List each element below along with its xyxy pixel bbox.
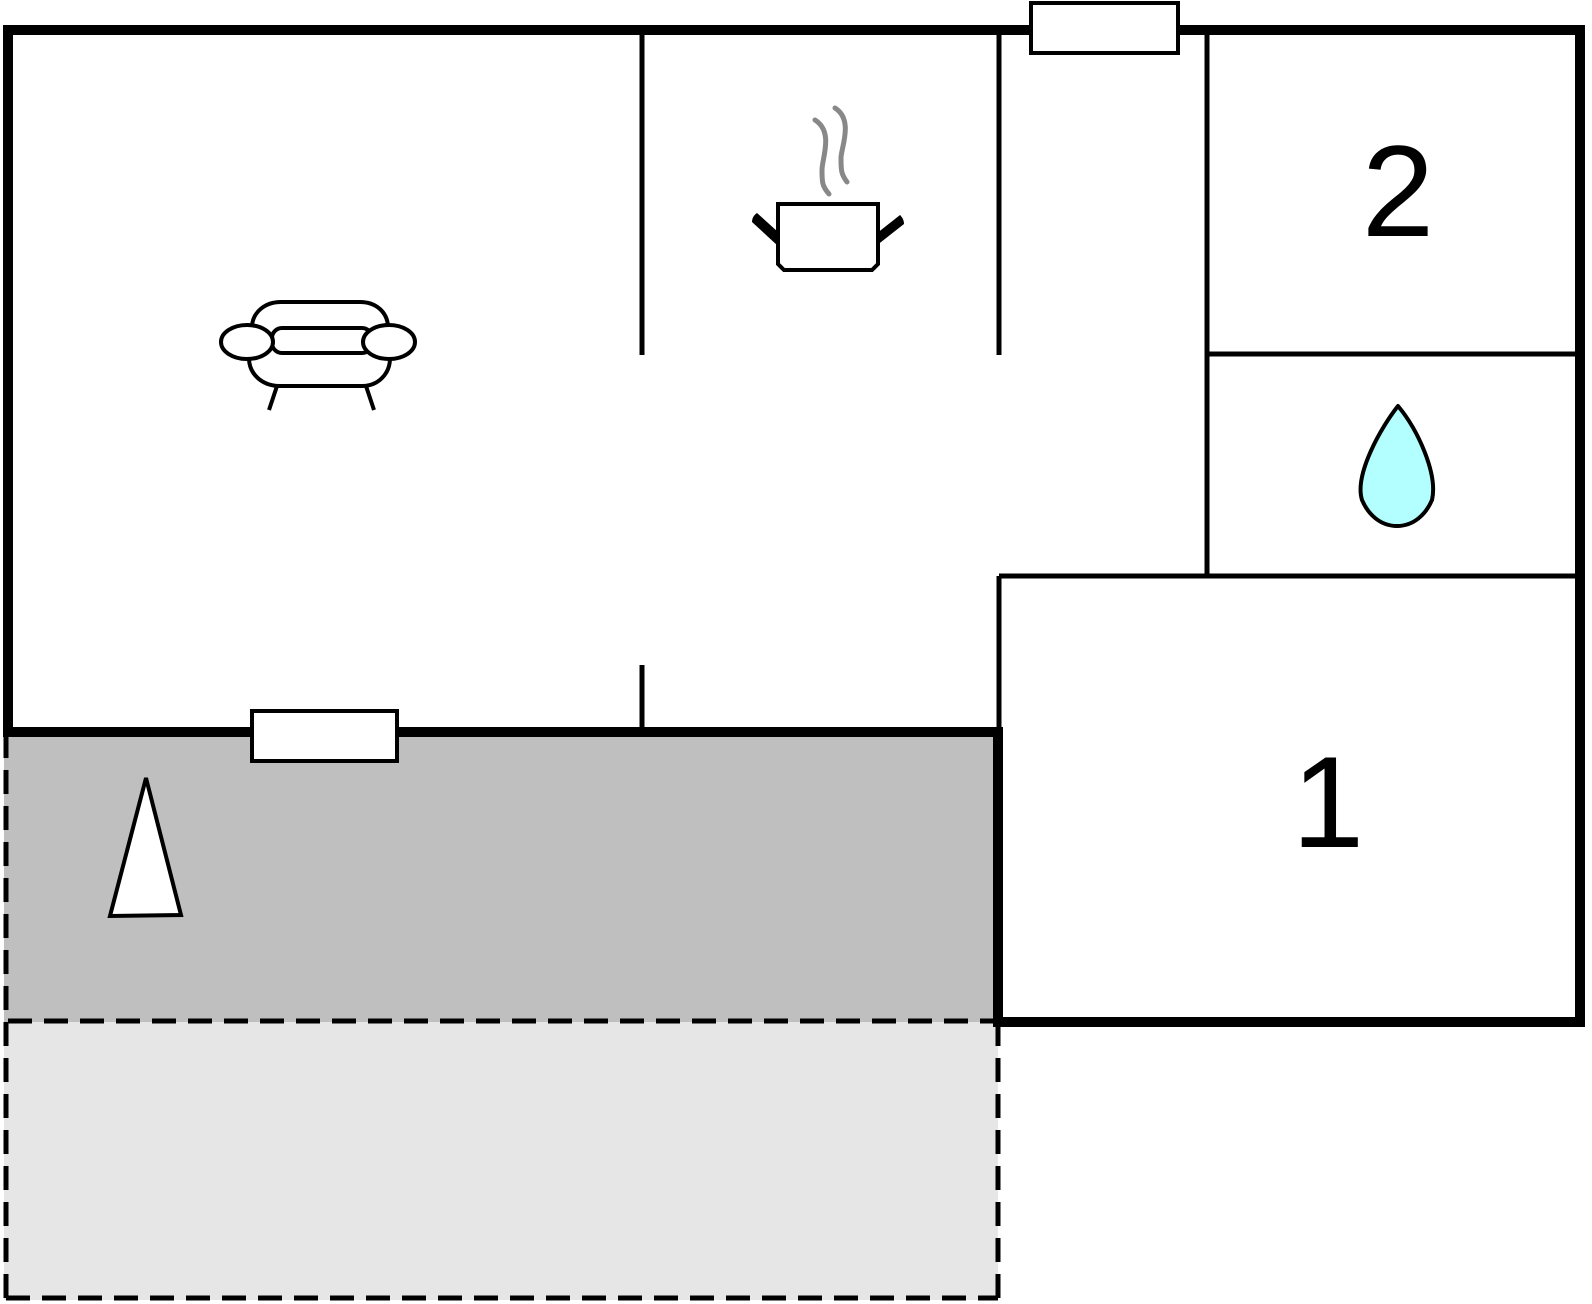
window-bottom xyxy=(250,709,399,763)
water-drop-icon xyxy=(1358,404,1436,528)
terrace-open-area xyxy=(4,1022,998,1300)
terrace-boundary xyxy=(3,734,1001,1301)
cooking-pot-icon xyxy=(752,105,904,272)
bedroom-2-label: 2 xyxy=(1362,118,1434,264)
interior-walls xyxy=(639,33,1577,729)
parasol-icon xyxy=(107,777,184,919)
bedroom-1-label: 1 xyxy=(1292,729,1364,875)
sofa-icon xyxy=(219,300,417,411)
outer-wall xyxy=(3,25,1585,1027)
window-top xyxy=(1029,1,1180,55)
